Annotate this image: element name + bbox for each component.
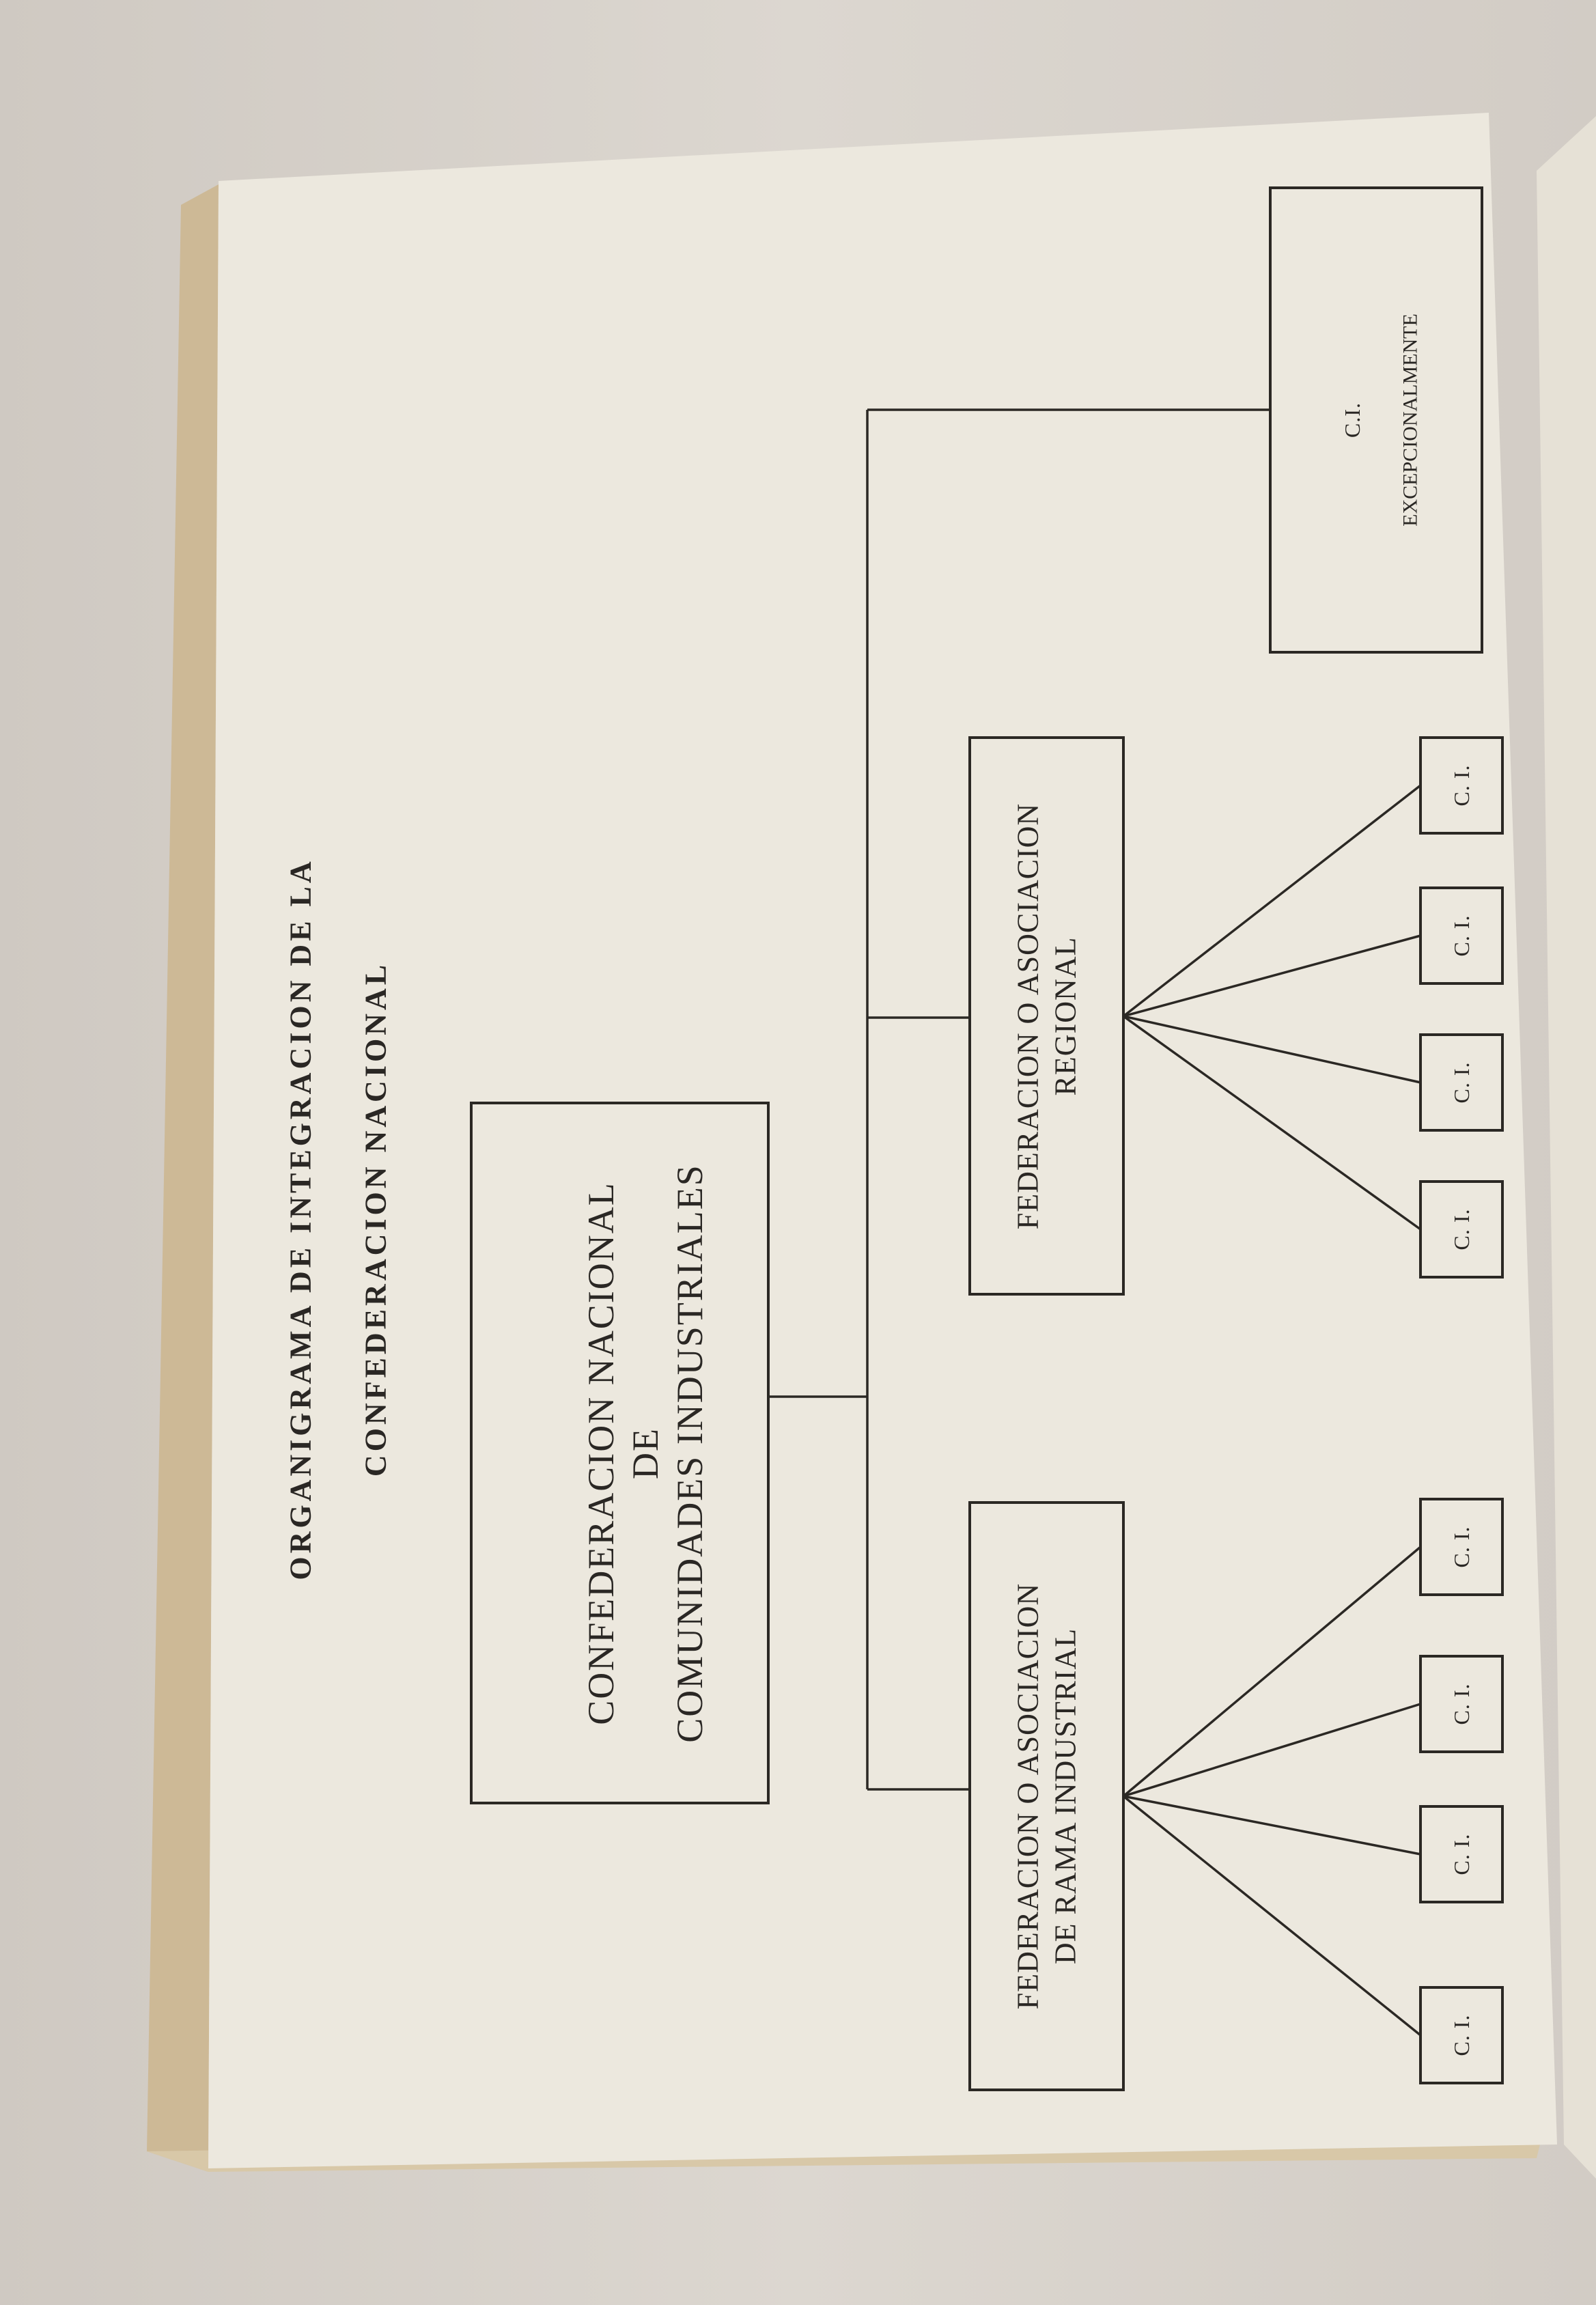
ci-box: C. I. xyxy=(1419,1986,1504,2084)
page-edge-left xyxy=(147,184,219,2172)
next-page-edge xyxy=(1537,116,1596,2179)
node-root: CONFEDERACION NACIONAL DE COMUNIDADES IN… xyxy=(470,1102,770,1804)
ci-box: C. I. xyxy=(1419,1805,1504,1903)
node-regional: FEDERACION O ASOCIACION REGIONAL xyxy=(968,736,1125,1296)
ci-box: C. I. xyxy=(1419,1498,1504,1596)
ci-box: C. I. xyxy=(1419,1033,1504,1132)
root-label-line3: COMUNIDADES INDUSTRIALES xyxy=(669,1164,710,1743)
org-chart: ORGANIGRAMA DE INTEGRACION DE LA CONFEDE… xyxy=(284,186,1504,2091)
ci-box: C. I. xyxy=(1419,1180,1504,1279)
ci-label: C. I. xyxy=(1449,765,1474,807)
ci-label: C. I. xyxy=(1449,1209,1474,1251)
regional-label-line2: REGIONAL xyxy=(1049,937,1082,1096)
node-rama-industrial: FEDERACION O ASOCIACION DE RAMA INDUSTRI… xyxy=(968,1501,1125,2091)
regional-ci-boxes: C. I. C. I. C. I. C. I. xyxy=(1419,736,1504,1279)
connector-root-bus xyxy=(768,408,1270,1791)
ci-box: C. I. xyxy=(1419,886,1504,985)
node-ci-excepcional: C.I. EXCEPCIONALMENTE xyxy=(1269,186,1483,654)
exceptional-label-line2: EXCEPCIONALMENTE xyxy=(1399,313,1422,527)
page-paper xyxy=(208,113,1557,2168)
rama-label-line1: FEDERACION O ASOCIACION xyxy=(1011,1583,1045,2009)
ci-box: C. I. xyxy=(1419,1655,1504,1753)
ci-label: C. I. xyxy=(1449,2015,1474,2056)
root-label-line2: DE xyxy=(625,1427,666,1479)
ci-label: C. I. xyxy=(1449,1684,1474,1725)
exceptional-label-line1: C.I. xyxy=(1340,402,1364,438)
regional-fan-lines xyxy=(1122,784,1422,1231)
root-label-line1: CONFEDERACION NACIONAL xyxy=(580,1182,621,1725)
chart-title-line1: ORGANIGRAMA DE INTEGRACION DE LA xyxy=(284,858,318,1580)
ci-label: C. I. xyxy=(1449,1526,1474,1568)
chart-title-line2: CONFEDERACION NACIONAL xyxy=(359,962,393,1477)
regional-label-line1: FEDERACION O ASOCIACION xyxy=(1011,803,1045,1229)
rama-ci-boxes: C. I. C. I. C. I. C. I. xyxy=(1419,1498,1504,2084)
ci-label: C. I. xyxy=(1449,1062,1474,1104)
rama-label-line2: DE RAMA INDUSTRIAL xyxy=(1049,1628,1082,1964)
ci-box: C. I. xyxy=(1419,736,1504,835)
ci-label: C. I. xyxy=(1449,915,1474,957)
ci-label: C. I. xyxy=(1449,1834,1474,1875)
rama-fan-lines xyxy=(1122,1546,1422,2037)
